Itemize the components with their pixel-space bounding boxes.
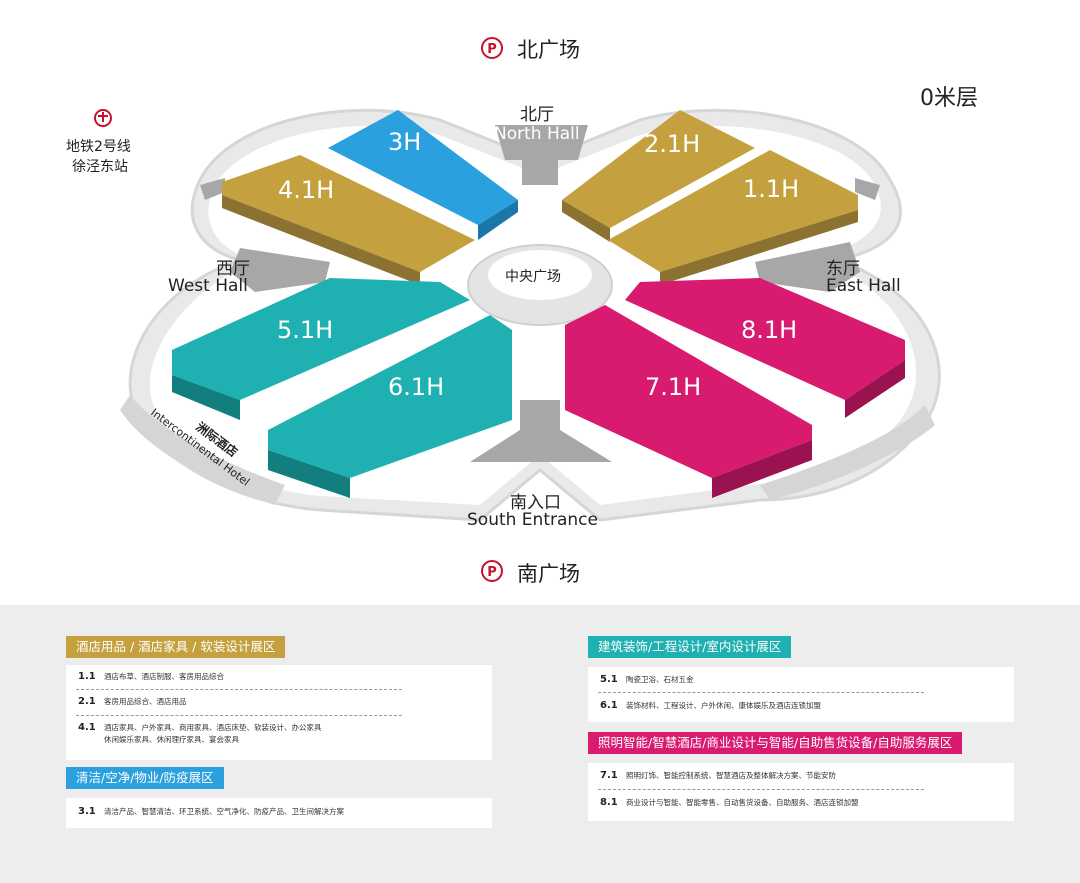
- hall-2-1h-shape: [562, 110, 755, 228]
- south-entrance-label-cn: 南入口: [510, 493, 561, 513]
- section-title-cleaning: 清洁/空净/物业/防疫展区: [66, 767, 224, 789]
- metro-station-label: 徐泾东站: [72, 159, 128, 175]
- hall-6-1h-shape: [268, 315, 512, 478]
- hall-8-1h-label: 8.1H: [741, 316, 798, 344]
- hall-8-1h-shape: [625, 278, 905, 400]
- hall-7-1h-shape: [565, 305, 812, 478]
- level-label: 0米层: [920, 86, 978, 111]
- legend-panel: 酒店用品 / 酒店家具 / 软装设计展区 1.1 酒店布草、酒店制服、客房用品综…: [0, 605, 1080, 883]
- divider: [598, 692, 924, 693]
- list-item: 8.1 商业设计与智能、智能零售、自动售货设备、自助服务、酒店连锁加盟: [600, 797, 859, 808]
- gray-halls: [200, 125, 880, 462]
- divider: [76, 689, 402, 690]
- south-entrance-label-en: South Entrance: [467, 510, 598, 530]
- list-item: 7.1 照明灯饰、智能控制系统、智慧酒店及整体解决方案、节能安防: [600, 770, 836, 781]
- list-item: 3.1 清洁产品、智慧清洁、环卫系统、空气净化、防疫产品、卫生间解决方案: [78, 806, 344, 817]
- list-item: 6.1 装饰材料、工程设计、户外休闲、康体娱乐及酒店连锁加盟: [600, 700, 821, 711]
- hall-3h-label: 3H: [388, 128, 422, 156]
- parking-icon-south: P: [481, 560, 503, 582]
- west-hall-label-cn: 西厅: [216, 259, 250, 279]
- center-plaza-label: 中央广场: [505, 269, 561, 285]
- west-hall-block: [230, 248, 330, 292]
- east-hall-label-en: East Hall: [826, 276, 901, 296]
- east-band: [760, 405, 935, 500]
- hall-4-1h-shape: [222, 155, 475, 272]
- nw-corner-block: [200, 178, 225, 200]
- hall-5-1h-label: 5.1H: [277, 316, 334, 344]
- parking-icon-north: P: [481, 37, 503, 59]
- north-plaza-label: 北广场: [517, 38, 580, 62]
- hall-4-1h-label: 4.1H: [278, 176, 335, 204]
- section-panel-architecture: 5.1 陶瓷卫浴、石材五金 6.1 装饰材料、工程设计、户外休闲、康体娱乐及酒店…: [588, 667, 1014, 722]
- section-title-lighting: 照明智能/智慧酒店/商业设计与智能/自助售货设备/自助服务展区: [588, 732, 963, 754]
- south-entrance-block: [470, 400, 612, 462]
- north-hall-label-cn: 北厅: [520, 105, 554, 125]
- section-panel-cleaning: 3.1 清洁产品、智慧清洁、环卫系统、空气净化、防疫产品、卫生间解决方案: [66, 798, 492, 828]
- east-hall-label-cn: 东厅: [826, 259, 860, 279]
- hall-7-1h-label: 7.1H: [645, 373, 702, 401]
- hall-5-1h-shape: [172, 278, 470, 400]
- hall-6-1h-label: 6.1H: [388, 373, 445, 401]
- list-item: 5.1 陶瓷卫浴、石材五金: [600, 674, 694, 685]
- north-hall-stem: [522, 155, 558, 185]
- list-item: 2.1 客房用品综合、酒店用品: [78, 696, 187, 707]
- section-panel-hotel-supplies: 1.1 酒店布草、酒店制服、客房用品综合 2.1 客房用品综合、酒店用品 4.1…: [66, 665, 492, 760]
- east-hall-block: [755, 242, 860, 292]
- hall-3h-shape: [328, 110, 518, 225]
- venue-map-svg: P P: [94, 37, 941, 582]
- metro-line-label: 地铁2号线: [66, 139, 131, 155]
- hotel-band: [120, 395, 285, 505]
- divider: [76, 715, 402, 716]
- north-hall-block: [495, 125, 588, 160]
- center-plaza-inner: [488, 250, 592, 300]
- west-hall-label-en: West Hall: [168, 276, 248, 296]
- list-item: 1.1 酒店布草、酒店制服、客房用品综合: [78, 671, 224, 682]
- section-panel-lighting: 7.1 照明灯饰、智能控制系统、智慧酒店及整体解决方案、节能安防 8.1 商业设…: [588, 763, 1014, 821]
- section-title-hotel-supplies: 酒店用品 / 酒店家具 / 软装设计展区: [66, 636, 286, 658]
- ne-corner-block: [855, 178, 880, 200]
- north-hall-label-en: North Hall: [494, 124, 580, 144]
- svg-text:P: P: [487, 42, 497, 57]
- south-plaza-label: 南广场: [517, 562, 580, 586]
- list-item: 4.1 酒店家具、户外家具、商用家具、酒店床垫、软装设计、办公家具 休闲娱乐家具…: [78, 722, 322, 744]
- venue-map: P P 北广场 南广场 0米层 地铁2号线 徐泾东站 北厅 North Hall…: [66, 37, 978, 586]
- hall-1-1h-label: 1.1H: [743, 175, 800, 203]
- svg-text:P: P: [487, 565, 497, 580]
- hall-2-1h-label: 2.1H: [644, 130, 701, 158]
- divider: [598, 789, 924, 790]
- section-title-architecture: 建筑装饰/工程设计/室内设计展区: [588, 636, 792, 658]
- metro-icon: [94, 109, 112, 127]
- hall-1-1h-shape: [608, 150, 858, 272]
